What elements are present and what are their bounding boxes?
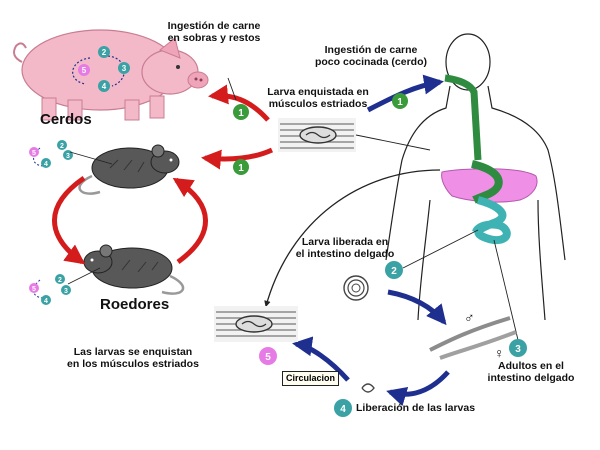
pointer-pig-meat: [227, 77, 237, 101]
svg-text:3: 3: [66, 153, 70, 160]
pig-illustration: [13, 29, 209, 121]
svg-text:1: 1: [397, 97, 403, 108]
step-badge-4: 4: [334, 399, 352, 417]
released-larva: [361, 383, 375, 393]
label-larva-liberada-line1: Larva liberada en: [301, 236, 389, 248]
male-symbol: ♂: [464, 309, 475, 325]
step-badge-3: 3: [509, 339, 527, 357]
muscle-cyst-top: [278, 118, 356, 152]
svg-text:2: 2: [102, 48, 107, 57]
rat-mini-cycle-top: 2 3 4 5: [29, 140, 113, 168]
label-ingestion-sobras: Ingestión de carne en sobras y restos: [150, 20, 278, 44]
arrow-muscle-to-pig: [208, 84, 270, 122]
rodent-loop-arrow-right: [172, 177, 208, 265]
label-adultos-line1: Adultos en el: [498, 360, 564, 372]
svg-text:5: 5: [82, 66, 87, 75]
step-badge-1-pig: 1: [233, 104, 249, 120]
pig-mini-cycle: 2 3 4 5: [72, 46, 130, 92]
label-larva-enquistada: Larva enquistada en músculos estriados: [254, 86, 382, 110]
muscle-cyst-bottom: [214, 306, 298, 342]
label-cerdos: Cerdos: [40, 111, 92, 128]
label-larvas-enquistan: Las larvas se enquistan en los músculos …: [58, 346, 208, 370]
svg-text:4: 4: [102, 82, 107, 91]
label-larvas-enquistan-line2: en los músculos estriados: [67, 358, 199, 370]
svg-text:4: 4: [44, 298, 48, 305]
label-adultos-line2: intestino delgado: [487, 372, 575, 384]
label-adultos: Adultos en el intestino delgado: [476, 360, 586, 384]
step-badge-1-human: 1: [392, 93, 408, 109]
label-ingestion-sobras-line1: Ingestión de carne: [167, 20, 261, 32]
svg-text:1: 1: [238, 163, 244, 174]
arrow-meat-to-human: [366, 74, 444, 113]
svg-text:3: 3: [122, 64, 127, 73]
free-larva-coil: [343, 275, 369, 301]
svg-text:4: 4: [44, 161, 48, 168]
label-liberacion: Liberación de las larvas: [356, 402, 476, 414]
rat-mini-cycle-bottom: 2 3 4 5: [29, 267, 101, 305]
arrow-muscle-to-rat: [201, 147, 274, 170]
svg-text:3: 3: [64, 288, 68, 295]
label-larva-liberada: Larva liberada en el intestino delgado: [290, 236, 400, 260]
pointer-muscle-human: [355, 134, 431, 151]
adult-worms: [429, 316, 517, 360]
label-circulacion: Circulacion: [282, 371, 340, 386]
rat-illustration-top: [78, 144, 180, 195]
svg-text:5: 5: [32, 150, 36, 157]
arrow-larva-to-adults: [387, 289, 447, 326]
svg-text:2: 2: [60, 143, 64, 150]
label-ingestion-cocinada: Ingestión de carne poco cocinada (cerdo): [304, 44, 438, 68]
svg-text:2: 2: [58, 277, 62, 284]
rat-illustration-bottom: [83, 244, 185, 295]
label-ingestion-cocinada-line2: poco cocinada (cerdo): [314, 56, 428, 68]
svg-text:1: 1: [238, 108, 244, 119]
svg-text:3: 3: [515, 344, 521, 355]
step-badge-2: 2: [385, 261, 403, 279]
rodent-loop-arrow-left: [52, 175, 86, 265]
human-digestive-tract: [441, 74, 538, 245]
svg-text:5: 5: [265, 352, 271, 363]
arrow-circulation-arc: [264, 169, 441, 308]
svg-text:4: 4: [340, 404, 346, 415]
label-larva-enquistada-line1: Larva enquistada en: [267, 86, 369, 98]
label-larva-enquistada-line2: músculos estriados: [268, 98, 368, 110]
label-larvas-enquistan-line1: Las larvas se enquistan: [73, 346, 193, 358]
pointer-larva-liberada: [402, 229, 479, 269]
svg-text:2: 2: [391, 266, 397, 277]
arrow-release-to-muscle: [292, 336, 350, 382]
human-outline: [385, 33, 566, 321]
label-roedores: Roedores: [100, 296, 170, 313]
arrow-adults-to-release: [386, 370, 450, 407]
label-ingestion-sobras-line2: en sobras y restos: [167, 32, 261, 44]
label-larva-liberada-line2: el intestino delgado: [295, 248, 395, 260]
pointer-adultos: [493, 239, 519, 341]
label-ingestion-cocinada-line1: Ingestión de carne: [324, 44, 418, 56]
svg-text:5: 5: [32, 286, 36, 293]
step-badge-5: 5: [259, 347, 277, 365]
female-symbol: ♀: [494, 345, 505, 361]
step-badge-1-rat: 1: [233, 159, 249, 175]
